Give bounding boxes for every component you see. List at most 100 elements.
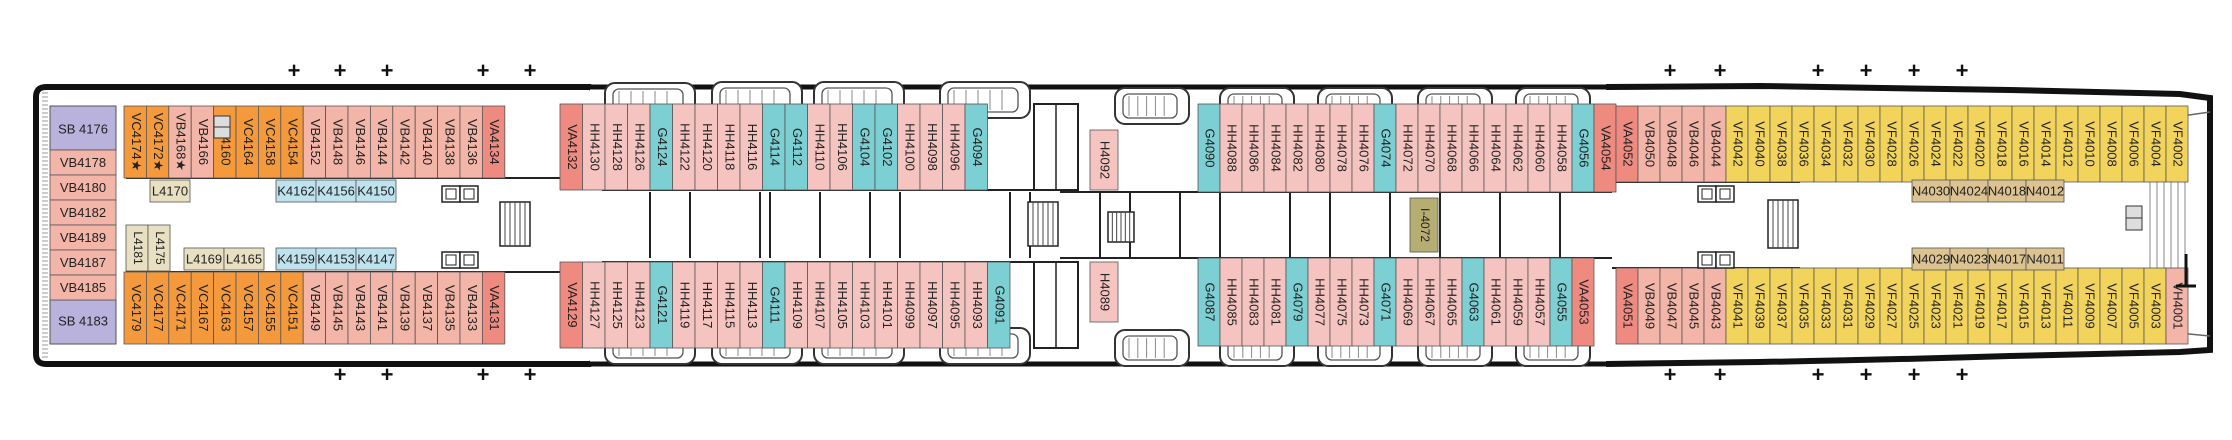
- aft-top-cabin[interactable]: VB4166: [190, 105, 214, 179]
- mid2-bottom-cabin[interactable]: HH4069: [1395, 257, 1419, 347]
- mid2-top-cabin[interactable]: HH4076: [1351, 103, 1375, 193]
- mid1-top-cabin[interactable]: G4114: [762, 103, 786, 191]
- fwd-bottom-cabin[interactable]: VF4025: [1901, 267, 1925, 345]
- mid2-bottom-cabin[interactable]: HH4067: [1417, 257, 1441, 347]
- fwd-bottom-cabin[interactable]: VF4033: [1813, 267, 1837, 345]
- mid1-top-cabin[interactable]: HH4098: [919, 103, 943, 191]
- fwd-inner-n-cabin[interactable]: N4018: [1987, 179, 2027, 203]
- fwd-bottom-cabin[interactable]: VF4041: [1725, 267, 1749, 345]
- aft-bottom-cabin[interactable]: VB4143: [347, 271, 371, 345]
- aft-bottom-cabin[interactable]: VB4139: [392, 271, 416, 345]
- mid2-top-cabin[interactable]: G4074: [1373, 103, 1397, 193]
- mid2-bottom-cabin[interactable]: HH4077: [1307, 257, 1331, 347]
- aft-inner-l-cabin[interactable]: L4165: [223, 247, 265, 271]
- mid2-bottom-cabin[interactable]: G4079: [1285, 257, 1309, 347]
- fwd-bottom-cabin[interactable]: VF4003: [2143, 267, 2167, 345]
- mid2-top-cabin[interactable]: HH4084: [1263, 103, 1287, 193]
- mid1-bottom-cabin[interactable]: HH4099: [897, 261, 921, 349]
- fwd-bottom-cabin[interactable]: VF4035: [1791, 267, 1815, 345]
- aft-top-cabin[interactable]: VB4138: [437, 105, 461, 179]
- mid2-bottom-cabin[interactable]: VA4053: [1571, 257, 1595, 347]
- fwd-bottom-cabin[interactable]: VF4027: [1879, 267, 1903, 345]
- aft-top-cabin[interactable]: VB4136: [459, 105, 483, 179]
- aft-inner-k-cabin[interactable]: K4162: [275, 179, 317, 203]
- aft-bottom-cabin[interactable]: VC4155: [257, 271, 282, 345]
- fwd-top-cabin[interactable]: VF4012: [2055, 105, 2079, 183]
- aft-top-cabin[interactable]: VC4164: [235, 105, 259, 179]
- fwd-top-cabin[interactable]: VB4046: [1681, 105, 1705, 183]
- mid1-top-cabin[interactable]: G4104: [852, 103, 876, 191]
- aft-bottom-cabin[interactable]: VC4151: [280, 271, 304, 345]
- mid1-top-cabin[interactable]: HH4106: [829, 103, 853, 191]
- mid2-bottom-cabin[interactable]: G4055: [1549, 257, 1573, 347]
- mid1-top-cabin[interactable]: G4102: [874, 103, 898, 191]
- mid2-bottom-cabin[interactable]: HH4075: [1329, 257, 1353, 347]
- fwd-bottom-cabin[interactable]: VF4013: [2033, 267, 2057, 345]
- mid2-top-cabin[interactable]: HH4088: [1219, 103, 1243, 193]
- fwd-top-cabin[interactable]: VB4048: [1659, 105, 1683, 183]
- aft-top-cabin[interactable]: VC4158: [257, 105, 282, 179]
- mid1-bottom-cabin[interactable]: HH4115: [717, 261, 741, 349]
- fwd-bottom-cabin[interactable]: VB4049: [1637, 267, 1661, 345]
- mid1-bottom-cabin[interactable]: HH4123: [627, 261, 651, 349]
- mid1-bottom-cabin[interactable]: HH4107: [807, 261, 831, 349]
- inner-cabin[interactable]: I-4072: [1409, 197, 1439, 253]
- mid1-bottom-cabin[interactable]: VA4129: [559, 261, 583, 349]
- fwd-top-cabin[interactable]: VF4028: [1879, 105, 1903, 183]
- mid2-bottom-cabin[interactable]: HH4061: [1483, 257, 1507, 347]
- aft-inner-l-cabin[interactable]: L4169: [183, 247, 225, 271]
- aft-top-cabin[interactable]: VB4148: [325, 105, 349, 179]
- aft-inner-k-cabin[interactable]: K4156: [315, 179, 357, 203]
- fwd-bottom-cabin[interactable]: VA4051: [1615, 267, 1639, 345]
- mid1-top-cabin[interactable]: HH4130: [582, 103, 606, 191]
- aft-bottom-cabin[interactable]: VC4171: [168, 271, 192, 345]
- mid2-top-cabin[interactable]: HH4078: [1329, 103, 1353, 193]
- aft-bottom-cabin[interactable]: VC4177: [145, 271, 170, 345]
- aft-bottom-cabin[interactable]: VC4167: [190, 271, 214, 345]
- fwd-top-cabin[interactable]: VF4006: [2121, 105, 2145, 183]
- mid2-bottom-cabin[interactable]: G4063: [1461, 257, 1485, 347]
- aft-vb-cabin[interactable]: VB4187: [49, 249, 117, 276]
- mid2-top-cabin[interactable]: HH4080: [1307, 103, 1331, 193]
- aft-inner-k-cabin[interactable]: K4153: [315, 247, 357, 271]
- fwd-bottom-cabin[interactable]: VF4037: [1769, 267, 1793, 345]
- mid1-top-cabin[interactable]: G4112: [784, 103, 808, 191]
- fwd-top-cabin[interactable]: VA4052: [1615, 105, 1639, 183]
- aft-top-cabin[interactable]: VC4154: [280, 105, 304, 179]
- aft-vb-cabin[interactable]: VB4180: [49, 174, 117, 201]
- mid2-top-cabin[interactable]: HH4064: [1483, 103, 1507, 193]
- mid2-bottom-cabin[interactable]: G4087: [1197, 257, 1221, 347]
- aft-bottom-cabin[interactable]: VB4137: [414, 271, 439, 345]
- fwd-bottom-cabin[interactable]: VF4023: [1923, 267, 1947, 345]
- mid1-top-cabin[interactable]: HH4116: [739, 103, 763, 191]
- fwd-top-cabin[interactable]: VF4032: [1835, 105, 1859, 183]
- fwd-top-cabin[interactable]: VF4008: [2099, 105, 2123, 183]
- aft-inner-k-cabin[interactable]: K4150: [355, 179, 397, 203]
- mid1-bottom-cabin[interactable]: HH4109: [784, 261, 808, 349]
- mid2-top-cabin[interactable]: G4090: [1197, 103, 1221, 193]
- mid1-bottom-cabin[interactable]: HH4125: [604, 261, 628, 349]
- mid1-top-cabin[interactable]: HH4096: [942, 103, 966, 191]
- mid1-bottom-cabin[interactable]: HH4097: [919, 261, 943, 349]
- fwd-bottom-cabin[interactable]: VF4039: [1747, 267, 1771, 345]
- fwd-inner-n-cabin[interactable]: N4012: [2025, 179, 2065, 203]
- fwd-top-cabin[interactable]: VF4040: [1747, 105, 1771, 183]
- fwd-top-cabin[interactable]: VF4022: [1945, 105, 1969, 183]
- fwd-bottom-cabin[interactable]: VF4019: [1967, 267, 1991, 345]
- mid1-top-cabin[interactable]: HH4120: [694, 103, 718, 191]
- aft-top-cabin[interactable]: VB4144: [369, 105, 394, 179]
- aft-top-cabin[interactable]: VB4140: [414, 105, 439, 179]
- aft-bottom-cabin[interactable]: VB4135: [437, 271, 461, 345]
- aft-bottom-cabin[interactable]: VC4157: [235, 271, 259, 345]
- mid2-bottom-cabin[interactable]: HH4059: [1505, 257, 1529, 347]
- mid1-bottom-cabin[interactable]: HH4119: [672, 261, 696, 349]
- aft-top-cabin[interactable]: VB4146: [347, 105, 371, 179]
- fwd-top-cabin[interactable]: VF4042: [1725, 105, 1749, 183]
- mid2-top-cabin[interactable]: HH4086: [1241, 103, 1265, 193]
- mid2-top-cabin[interactable]: HH4082: [1285, 103, 1309, 193]
- aft-inner-k-cabin[interactable]: K4159: [275, 247, 317, 271]
- mid1-bottom-cabin[interactable]: HH4117: [694, 261, 718, 349]
- mid-small-top-cabin[interactable]: H4092: [1089, 129, 1119, 191]
- mid1-top-cabin[interactable]: HH4110: [807, 103, 831, 191]
- aft-vb-cabin[interactable]: VB4182: [49, 199, 117, 226]
